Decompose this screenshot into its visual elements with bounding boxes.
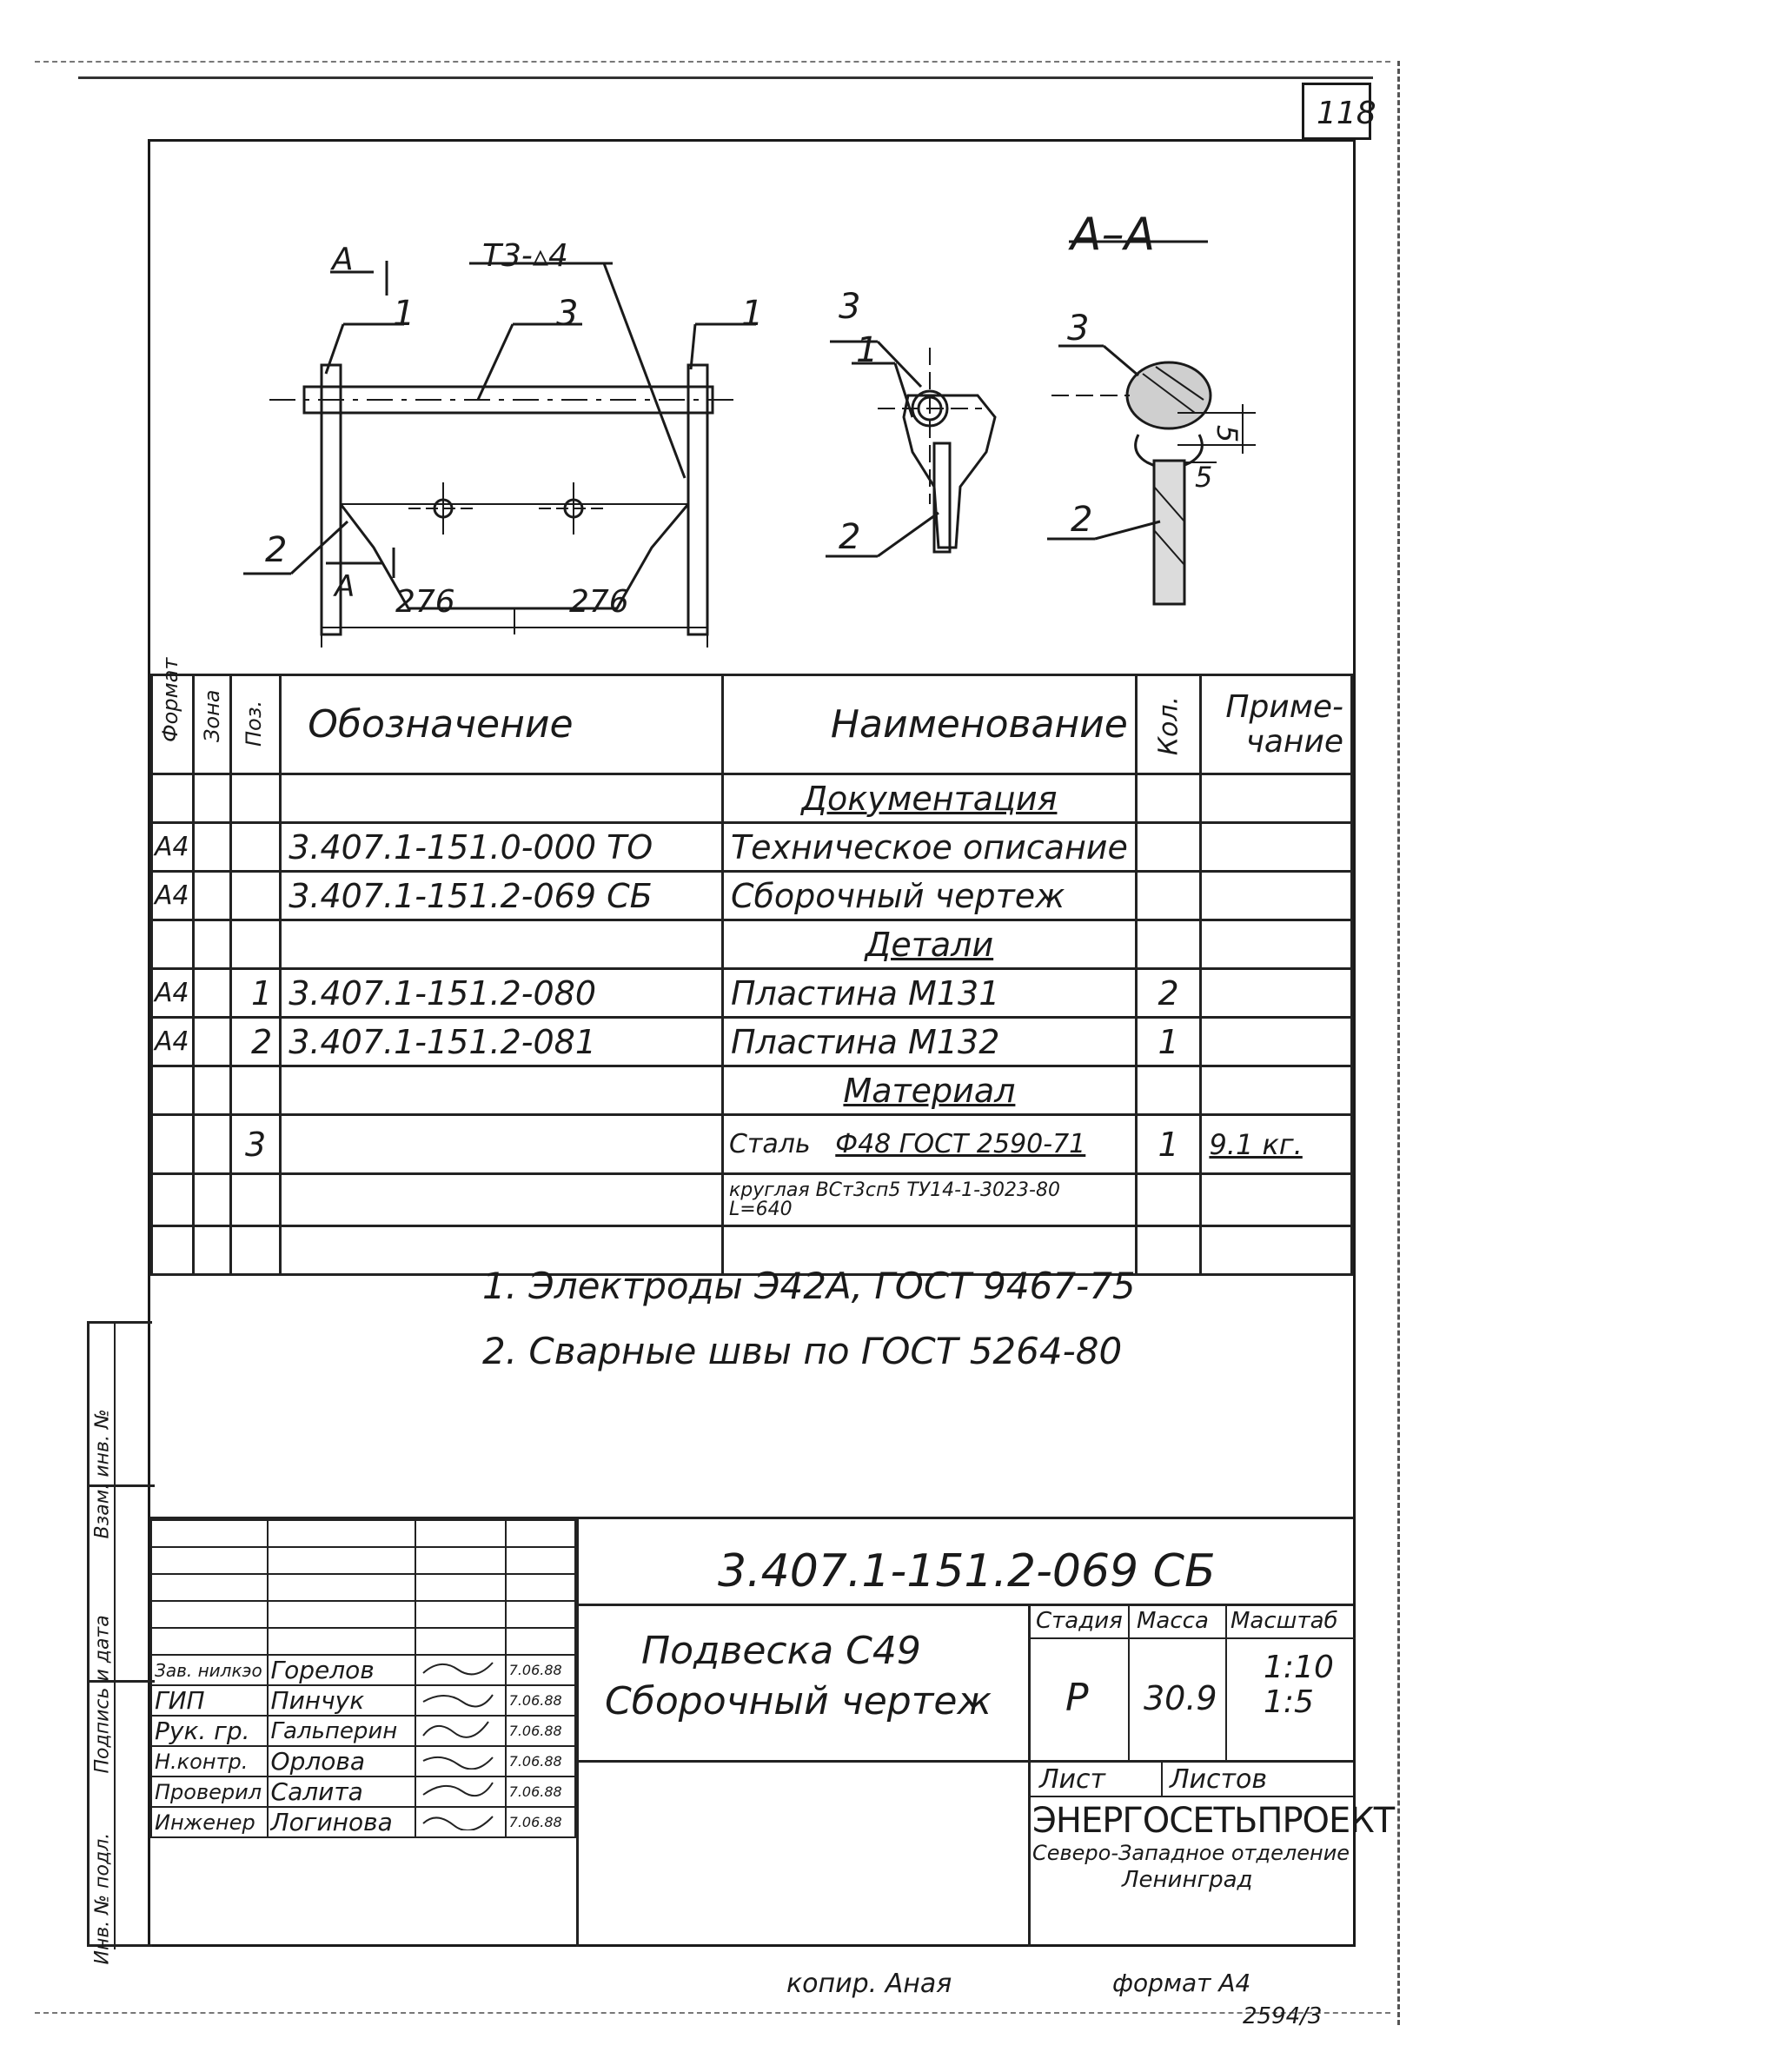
scale-value-2: 1:5 [1264,1684,1314,1720]
dim-vertical: 5 [1211,424,1244,443]
footer-copied: копир. Аная [786,1969,952,1999]
weld-label: Т3-▵4 [482,238,568,274]
sheet-sheets-cell: Лист Листов [1028,1763,1353,1797]
signature-mark [415,1654,507,1686]
section-mark-top: А [332,242,354,277]
pos-2-main: 2 [265,530,288,570]
scan-right-edge [1397,61,1400,2025]
pos-1-side: 1 [856,330,879,370]
dim-left: 276 [395,584,455,620]
table-row [150,1225,1353,1276]
pos-2-section: 2 [1071,500,1093,540]
hdr-designation: Обозначение [279,674,724,775]
section-mark-bottom: А [335,569,355,604]
stage-value: Р [1065,1676,1089,1720]
signatures-table: Зав. нилкэо Горелов 7.06.88 ГИП Пинчук 7… [150,1519,577,1838]
footer-inventory: 2594/3 [1243,2003,1323,2029]
side-label-inv: Инв. № подл. [91,1832,114,1965]
section-heading: Детали [720,919,1138,970]
signer-row: ГИП Пинчук 7.06.88 [150,1684,577,1717]
hdr-name: Наименование [720,674,1138,775]
signature-mark [415,1715,507,1747]
pos-1-left: 1 [393,294,415,334]
dim-gap: 5 [1195,461,1213,494]
section-title: А–А [1071,209,1156,261]
signature-mark [415,1806,507,1838]
spec-table: Формат Зона Поз. Обозначение Наименовани… [150,657,1353,1276]
material-name: Сталь Ф48 ГОСТ 2590-71 [720,1113,1138,1175]
pos-3-section: 3 [1067,309,1090,349]
table-row: Детали [150,919,1353,970]
scan-bottom-edge [35,2012,1390,2014]
pos-3-main: 3 [556,294,579,334]
signature-mark [415,1745,507,1777]
title-line-2: Сборочный чертеж [605,1679,992,1723]
mass-label: Масса [1137,1608,1209,1634]
org-sub-1: Северо-Западное отделение [1032,1841,1350,1865]
title-cell: Подвеска С49 Сборочный чертеж [576,1606,1028,1763]
doc-code: 3.407.1-151.2-069 СБ [718,1545,1216,1597]
signer-row: Рук. гр. Гальперин 7.06.88 [150,1715,577,1747]
spec-header-row: Формат Зона Поз. Обозначение Наименовани… [150,657,1353,775]
side-stamp: Инв. № подл. Подпись и дата Взам. инв. № [87,1321,155,1965]
plate-left-part-1 [320,363,342,636]
scan-top-edge [35,61,1390,63]
side-label-replace: Взам. инв. № [91,1409,114,1539]
hdr-note: Приме- чание [1199,674,1353,775]
hdr-format: Формат [150,657,195,775]
sheets-label: Листов [1170,1764,1268,1795]
material-sub: круглая ВСт3сп5 ТУ14-1-3023-80 L=640 [720,1172,1138,1227]
main-frame [148,139,1356,1947]
side-label-sign: Подпись и дата [91,1615,114,1774]
mass-value: 30.9 [1144,1679,1217,1717]
plate-right-part-1 [687,363,709,636]
signer-row: Зав. нилкэо Горелов 7.06.88 [150,1654,577,1686]
dim-right: 276 [569,584,629,620]
stage-label: Стадия [1036,1608,1123,1634]
table-row: Материал [150,1065,1353,1116]
stage-mass-scale: Стадия Масса Масштаб Р 30.9 1:10 1:5 [1028,1606,1356,1763]
section-heading: Документация [720,773,1138,824]
material-row: 3 Сталь Ф48 ГОСТ 2590-71 1 9.1 кг. [150,1113,1353,1175]
section-heading: Материал [720,1065,1138,1116]
assembly-drawing [243,240,1256,648]
pos-2-side: 2 [839,517,861,557]
signer-row: Н.контр. Орлова 7.06.88 [150,1745,577,1777]
top-frame-line [78,76,1373,79]
signer-row: Инженер Логинова 7.06.88 [150,1806,577,1838]
title-line-1: Подвеска С49 [641,1629,921,1673]
signature-mark [415,1684,507,1717]
footer-format: формат А4 [1112,1969,1251,1997]
side-view-plate [902,394,997,549]
signer-row: Проверил Салита 7.06.88 [150,1776,577,1808]
org-sub-2: Ленинград [1122,1867,1253,1893]
signature-mark [415,1776,507,1808]
note-1: 1. Электроды Э42А, ГОСТ 9467-75 [482,1265,1136,1307]
plate-part-2 [339,503,690,610]
scale-value-1: 1:10 [1264,1650,1334,1685]
section-plate [1152,459,1186,606]
scale-label: Масштаб [1230,1608,1338,1634]
hdr-qty: Кол. [1134,674,1203,775]
material-row-sub: круглая ВСт3сп5 ТУ14-1-3023-80 L=640 [150,1172,1353,1227]
hdr-pos: Поз. [229,674,282,775]
doc-code-cell: 3.407.1-151.2-069 СБ [576,1519,1353,1606]
pos-3-side: 3 [839,287,861,327]
pos-1-right: 1 [741,294,764,334]
rod-part-3 [302,385,714,415]
org-name: ЭНЕРГОСЕТЬПРОЕКТ [1032,1801,1395,1841]
hdr-zone: Зона [191,674,232,775]
table-row: Документация [150,773,1353,824]
sheet-label: Лист [1039,1764,1106,1795]
note-2: 2. Сварные швы по ГОСТ 5264-80 [482,1330,1123,1372]
org-cell: ЭНЕРГОСЕТЬПРОЕКТ Северо-Западное отделен… [1028,1797,1395,1947]
sheet-number-box: 118 [1302,83,1376,140]
org-empty-cell [576,1763,1028,1947]
sheet-number: 118 [1317,96,1376,131]
